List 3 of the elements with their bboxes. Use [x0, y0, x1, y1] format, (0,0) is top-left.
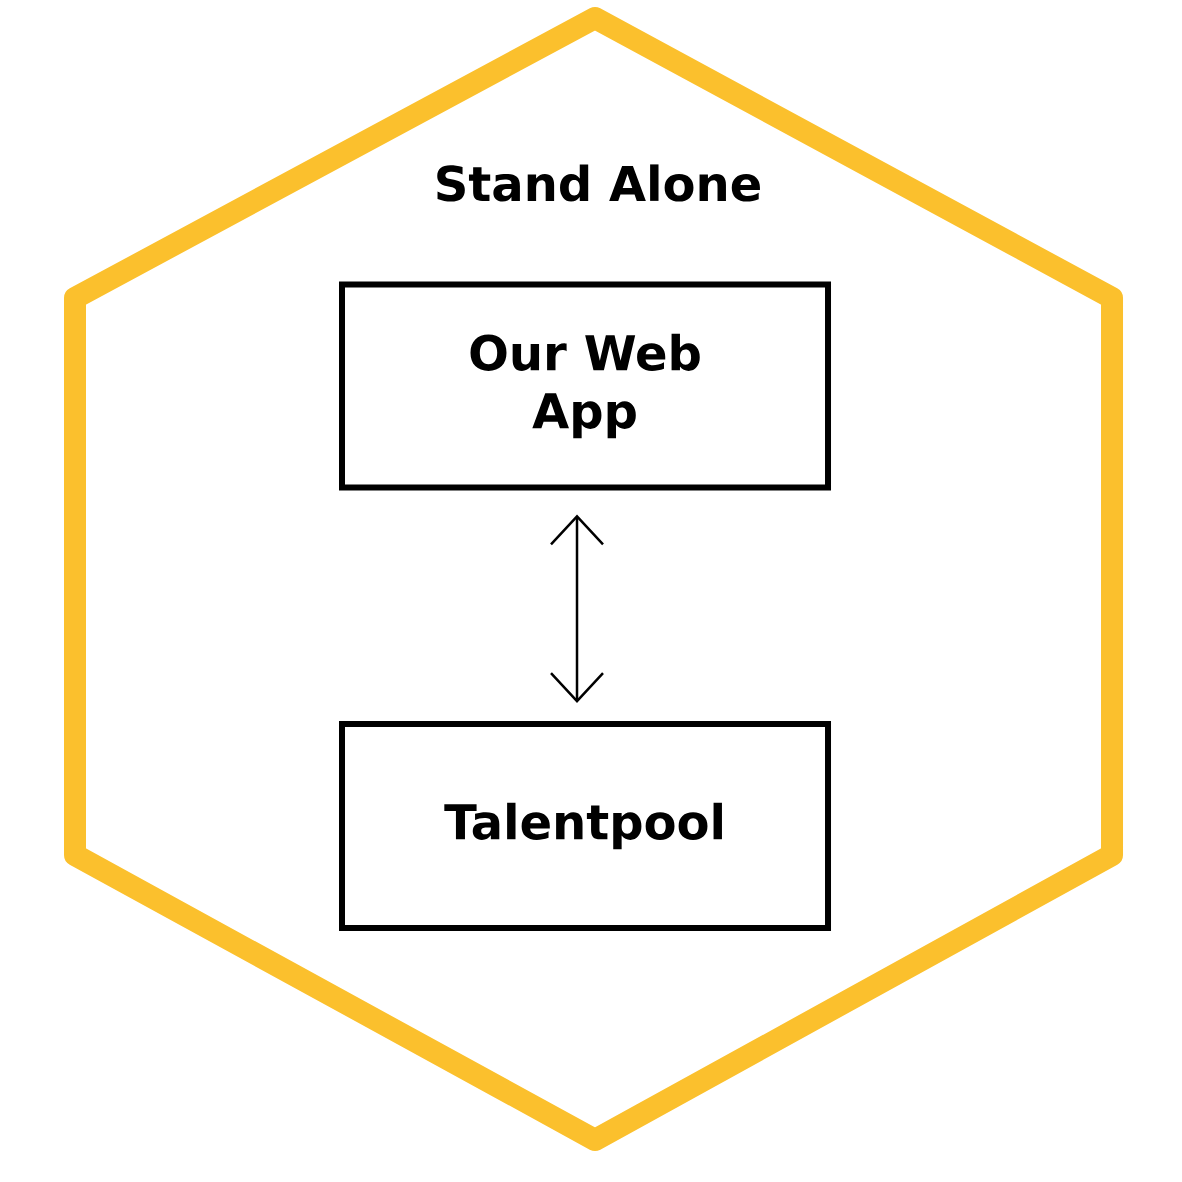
- box: Our Web App: [339, 281, 831, 491]
- box: Talentpool: [339, 721, 831, 931]
- arrow: [550, 514, 604, 703]
